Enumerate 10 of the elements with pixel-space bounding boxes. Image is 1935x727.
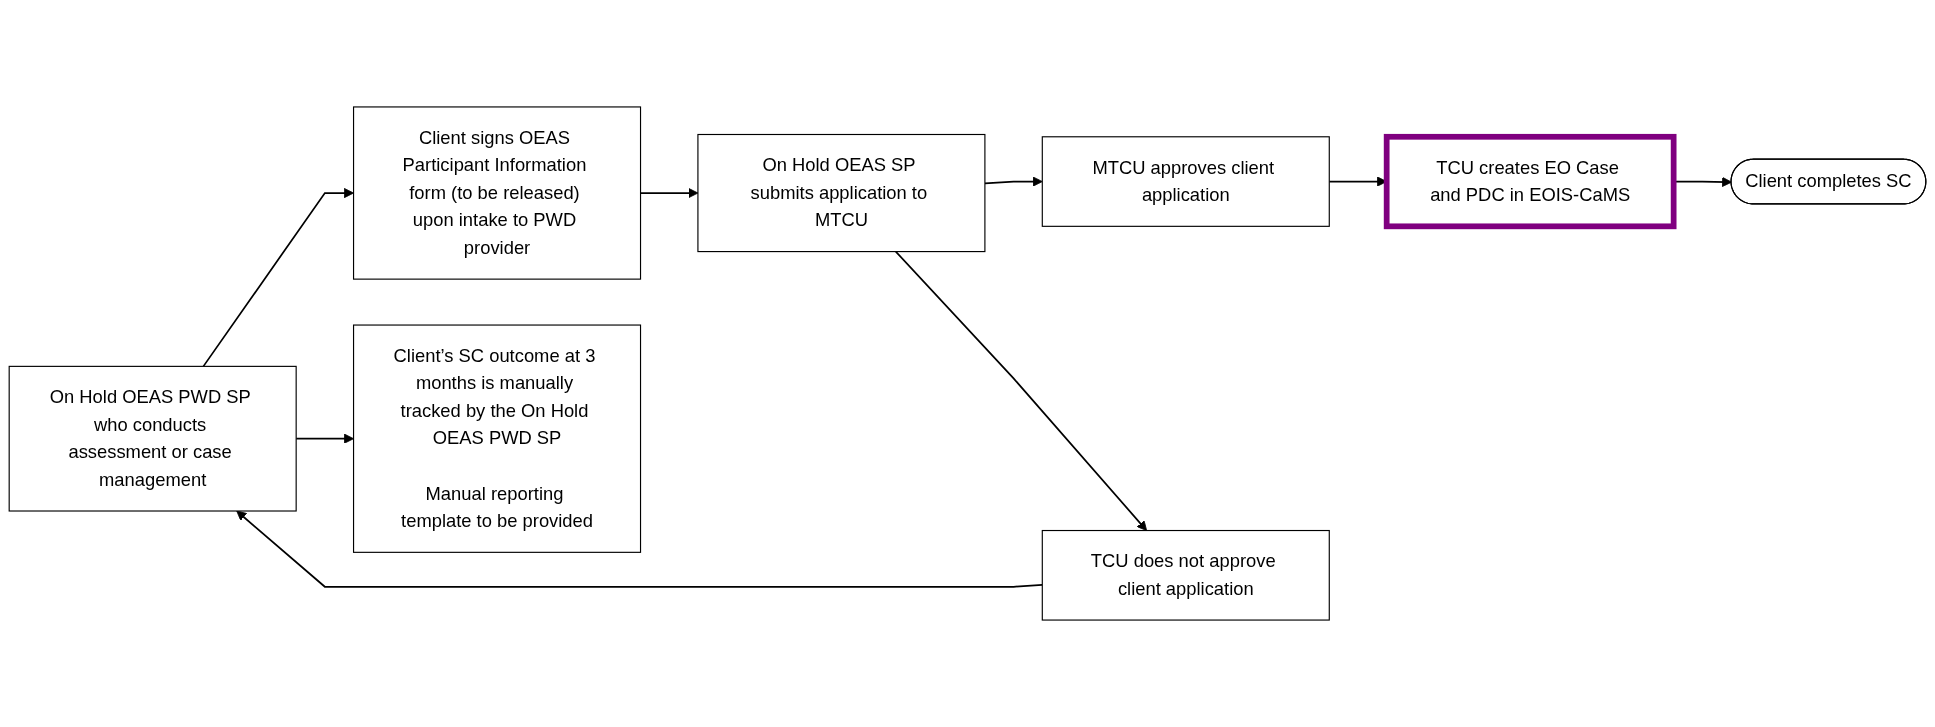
node-box: TCU does not approve client application [1041,529,1330,621]
node-box: Client signs OEAS Participant Information form (to be released) upon intake to PWD provider [352,106,642,280]
arrow [894,250,1148,531]
node-box: On Hold OEAS PWD SP who conducts assessment or case management [8,365,297,512]
node-box: TCU creates EO Case and PDC in EOIS-CaMS [1383,133,1677,230]
arrow [984,176,1043,187]
node-box: On Hold OEAS SP submits application to MTCU [697,133,986,253]
node-box: Client’s SC outcome at 3 months is manually tracked by the On Hold OEAS PWD SP Manual reporting template to be provided [352,324,642,553]
node-box: MTCU approves client application [1041,136,1330,227]
arrow [202,188,354,368]
